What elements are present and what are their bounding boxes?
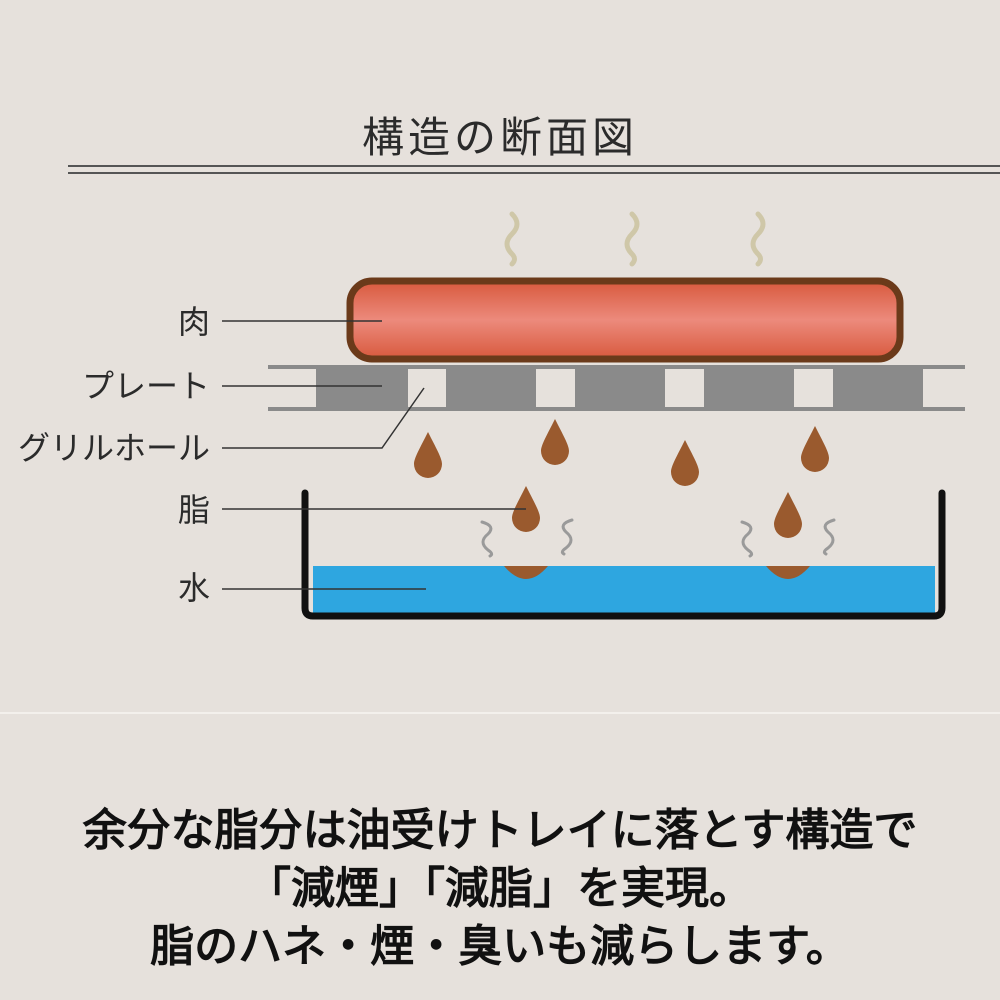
water-layer (313, 566, 935, 614)
label-grill-hole: グリルホール (17, 429, 210, 467)
fat-drop-icon (414, 432, 442, 478)
label-water: 水 (177, 569, 210, 607)
label-fat: 脂 (177, 491, 210, 529)
fat-pool (766, 566, 810, 579)
caption-line-3: 脂のハネ・煙・臭いも減らします。 (150, 921, 850, 972)
steam-icon (822, 518, 836, 556)
caption-text: 余分な脂分は油受けトレイに落とす構造で 「減煙」「減脂」を実現。 脂のハネ・煙・… (0, 802, 1000, 976)
steam-group-top (504, 211, 766, 267)
steam-icon (750, 211, 766, 267)
cross-section-diagram (222, 211, 965, 620)
fat-drops (414, 419, 829, 538)
title-underline-top (68, 165, 1000, 167)
fat-pool (504, 566, 548, 579)
steam-icon (504, 211, 520, 267)
label-meat: 肉 (177, 303, 210, 341)
steam-group-tray (480, 518, 836, 558)
grill-plate (268, 365, 965, 411)
leader-lines (222, 320, 526, 590)
fat-drop-icon (774, 492, 802, 538)
diagram-title: 構造の断面図 (361, 113, 638, 162)
steam-icon (560, 518, 574, 556)
title-underline-bottom (68, 172, 1000, 174)
caption-line-1: 余分な脂分は油受けトレイに落とす構造で (82, 805, 918, 856)
oil-tray (301, 489, 946, 620)
fat-drop-icon (541, 419, 569, 465)
steam-icon (624, 211, 640, 267)
section-divider (0, 712, 1000, 714)
caption-line-2: 「減煙」「減脂」を実現。 (247, 863, 753, 914)
meat-slab (346, 277, 904, 363)
fat-drop-icon (671, 440, 699, 486)
steam-icon (480, 520, 494, 558)
steam-icon (740, 520, 754, 558)
fat-drop-icon (801, 426, 829, 472)
label-plate: プレート (81, 367, 210, 405)
